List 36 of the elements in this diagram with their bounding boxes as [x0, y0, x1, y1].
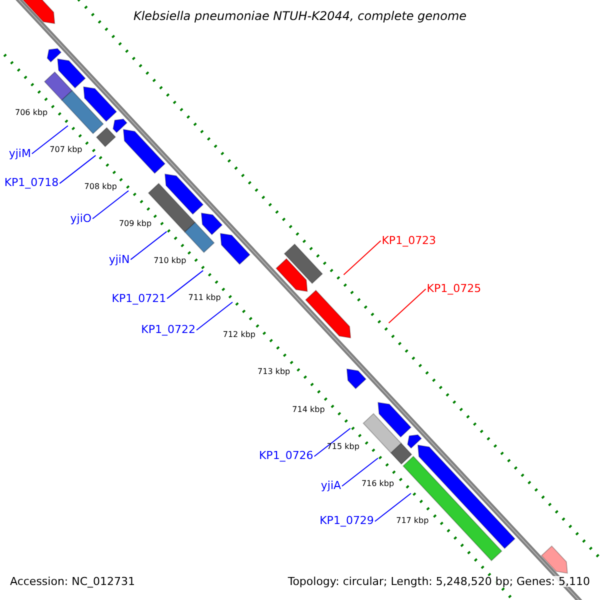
scale-label: 713 kbp: [258, 368, 290, 376]
leader-line: [314, 428, 351, 457]
leader-line: [388, 288, 426, 324]
gene-label: KP1_0722: [141, 324, 196, 336]
leader-line: [343, 240, 382, 276]
gene-label: KP1_0726: [258, 450, 314, 462]
scale-label: 710 kbp: [154, 257, 186, 266]
gene-label: KP1_0718: [4, 177, 59, 188]
scale-label: 717 kbp: [396, 517, 429, 525]
leader-line: [130, 231, 168, 260]
leader-line: [342, 458, 379, 487]
title: Klebsiella pneumoniae NTUH-K2044, complete genome: [133, 10, 467, 22]
scale-label: 709 kbp: [118, 220, 152, 228]
gene-label: KP1_0725: [426, 283, 482, 294]
genome-summary-text: Topology: circular; Length: 5,248,520 bp; Genes: 5,110: [286, 576, 592, 587]
leader-line: [166, 270, 204, 300]
gene-label: KP1_0721: [112, 292, 166, 304]
scale-label: 711 kbp: [188, 294, 221, 302]
leader-line: [92, 190, 130, 220]
scale-label: 714 kbp: [292, 406, 325, 414]
leader-line: [374, 492, 412, 522]
scale-label: 706 kbp: [15, 108, 48, 117]
gene-label: yjiN: [108, 254, 130, 265]
scale-label: 707 kbp: [50, 146, 82, 154]
gene-label: yjiA: [320, 480, 342, 492]
gene-label: yjiM: [8, 148, 31, 159]
leader-line: [31, 125, 68, 154]
gene-label: yjiO: [70, 212, 92, 224]
leader-line: [59, 154, 96, 184]
scale-label: 712 kbp: [222, 331, 256, 340]
gene-label: KP1_0729: [320, 515, 374, 526]
gene-label: KP1_0723: [382, 234, 436, 246]
scale-label: 708 kbp: [84, 182, 117, 191]
scale-label: 716 kbp: [361, 480, 394, 488]
leader-line: [196, 302, 233, 331]
scale-label: 715 kbp: [326, 442, 360, 451]
